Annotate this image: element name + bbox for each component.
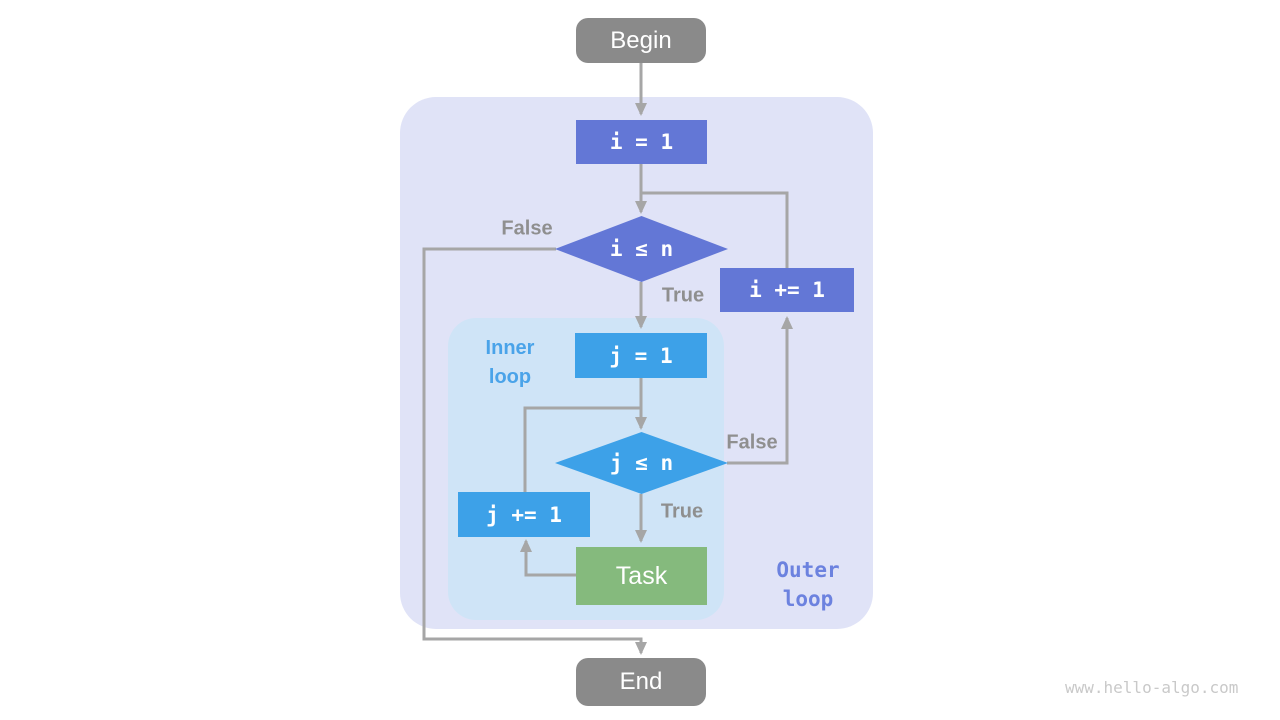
init-i-node: i = 1 <box>576 120 707 164</box>
cond-i-false-label: False <box>501 217 553 240</box>
init-j-node: j = 1 <box>575 333 707 378</box>
inner-loop-label-line1: Inner <box>485 337 535 359</box>
cond-j-true-label: True <box>660 500 704 523</box>
outer-loop-label-line2: loop <box>782 587 834 611</box>
outer-loop-label: Outer loop <box>776 556 839 614</box>
cond-j-false-label: False <box>726 431 778 454</box>
task-node: Task <box>576 547 707 605</box>
inc-j-node: j += 1 <box>458 492 590 537</box>
watermark: www.hello-algo.com <box>1065 678 1239 697</box>
outer-loop-label-line1: Outer <box>776 558 840 582</box>
begin-node: Begin <box>576 18 706 63</box>
inner-loop-label-line2: loop <box>488 366 532 388</box>
inc-i-node: i += 1 <box>720 268 854 312</box>
end-node: End <box>576 658 706 706</box>
inner-loop-label: Inner loop <box>486 334 535 392</box>
cond-i-true-label: True <box>661 284 705 307</box>
